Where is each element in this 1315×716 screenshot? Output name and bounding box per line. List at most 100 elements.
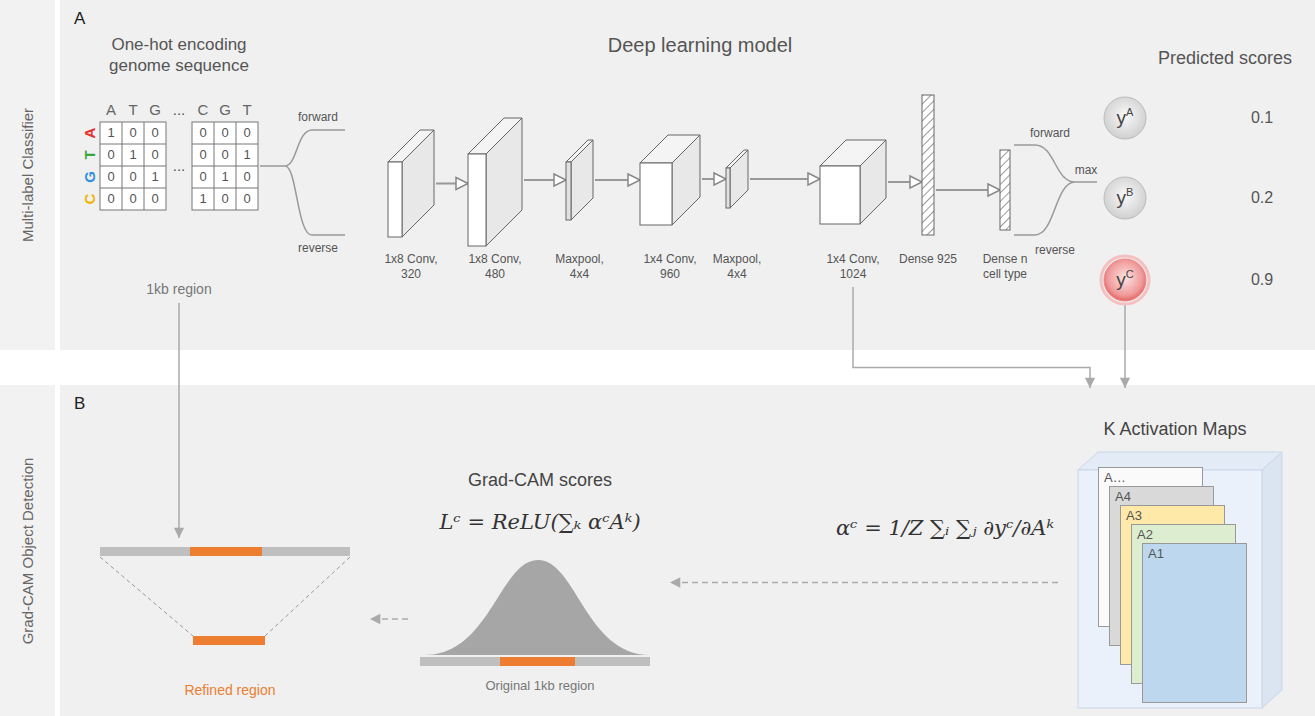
gradcam-scores-text: Original 1kb region [410,678,670,694]
ellipsis: ... [173,101,186,120]
dense-layer: Dense n cell type [1000,150,1010,230]
highlight-segment [500,657,575,666]
block-face [402,130,434,237]
activation-map-text: A… [1104,470,1126,486]
panel: B K Activation MapsA…A4A3A2A1 Grad-CAM sco… [60,385,1315,716]
sequence-bar [100,547,350,556]
layer-flow-arrow [702,178,726,180]
matrix-cell: 0 [199,125,206,141]
matrix-cell: 0 [243,125,250,141]
matrix-cell: 1 [199,191,206,207]
nucleotide-letter: A [81,128,100,139]
class-superscript: A [1126,106,1133,120]
matrix-cell: 0 [107,191,114,207]
column-header: T [128,101,137,120]
matrix-cell: 0 [151,125,158,141]
block-face [640,163,672,225]
block-face [1000,150,1010,230]
strand-label: reverse [298,241,338,256]
operation-label: max [1075,163,1098,178]
matrix-cell: 0 [151,191,158,207]
conv-layer-text: 1x4 Conv, 960 [638,252,702,282]
gradcam-scores-text: Grad-CAM scores [410,469,670,492]
matrix-cell: 0 [221,147,228,163]
matrix-cell: 0 [129,125,136,141]
score-symbol: y [1117,106,1127,130]
one-hot-matrix [100,122,166,210]
circle-outline [1104,177,1146,219]
ellipsis: ... [173,157,186,176]
matrix-cell: 0 [221,125,228,141]
dense-bar [1000,150,1010,230]
dense-layer-text: Dense n cell type [978,252,1032,282]
conv-layer: 1x8 Conv, 480 [468,118,522,246]
layer-flow-arrow [595,179,640,181]
maxpool-layer-text: Maxpool, 4x4 [705,252,769,282]
score-value: 0.1 [1251,108,1273,128]
panel-text: B [74,393,85,414]
input-block-text: One-hot encoding genome sequence [94,34,264,77]
block-face [820,166,860,224]
block-face [726,168,730,208]
score-circle: yA [1103,96,1147,140]
one-hot-matrix [192,122,258,210]
input-block-text: 1kb region [64,281,294,299]
block-face [860,140,886,224]
refined-region-text: Refined region [90,682,370,700]
side-label-band-text: Grad-CAM Object Detection [18,457,37,644]
matrix-cell: 0 [129,191,136,207]
matrix-cell: 0 [199,147,206,163]
circle-outline [1104,97,1146,139]
matrix-cell: 0 [107,147,114,163]
flow-arrow [370,618,408,620]
matrix-grid [192,122,258,210]
highlight-segment [190,547,262,556]
class-superscript: B [1126,186,1133,200]
nucleotide-letter: T [81,150,100,159]
nucleotide-letter: C [81,194,100,205]
matrix-cell: 1 [107,125,114,141]
layer-flow-arrow [436,183,468,185]
strand-label: forward [1030,126,1070,141]
conv-layer-text: 1x4 Conv, 1024 [821,252,885,282]
column-header: T [242,101,251,120]
conv-layer: 1x4 Conv, 960 [640,135,700,225]
maxpool-layer-text: Maxpool, 4x4 [548,252,612,282]
map-volume [1262,452,1282,708]
block-face [486,118,522,246]
block-face [922,95,934,235]
score-symbol: y [1116,268,1126,292]
column-header: A [106,101,116,120]
side-band [0,385,55,716]
matrix-cell: 0 [107,169,114,185]
column-header: C [198,101,209,120]
matrix-cell: 1 [129,147,136,163]
panel-ground [60,385,1315,716]
side-label-band-text: Multi-label Classifier [18,108,37,242]
activation-maps: K Activation MapsA…A4A3A2A1 [1060,388,1290,710]
matrix-cell: 0 [151,147,158,163]
refined-region: Refined region [90,538,370,703]
score-value: 0.9 [1251,270,1273,290]
layer-flow-arrow [936,189,1000,191]
block-face [468,154,486,246]
matrix-cell: 0 [129,169,136,185]
conv-layer: 1x4 Conv, 1024 [820,140,886,224]
section-title: Deep learning model [608,33,793,58]
circle-outline [1104,259,1146,301]
flow-arrow [853,287,1090,388]
strand-label: reverse [1035,243,1075,258]
block-face [566,162,571,220]
highlight-segment [193,636,265,645]
layer-flow-arrow [524,179,566,181]
matrix-cell: 0 [243,191,250,207]
score-value: 0.2 [1251,188,1273,208]
matrix-cell: 1 [221,169,228,185]
strand-bracket [260,130,345,235]
maxpool-layer: Maxpool, 4x4 [566,140,593,220]
layer-block [388,130,434,237]
activation-map: A1 [1142,543,1247,703]
highlight-ring [1101,256,1149,304]
column-header: G [149,101,161,120]
block-face [388,162,402,237]
